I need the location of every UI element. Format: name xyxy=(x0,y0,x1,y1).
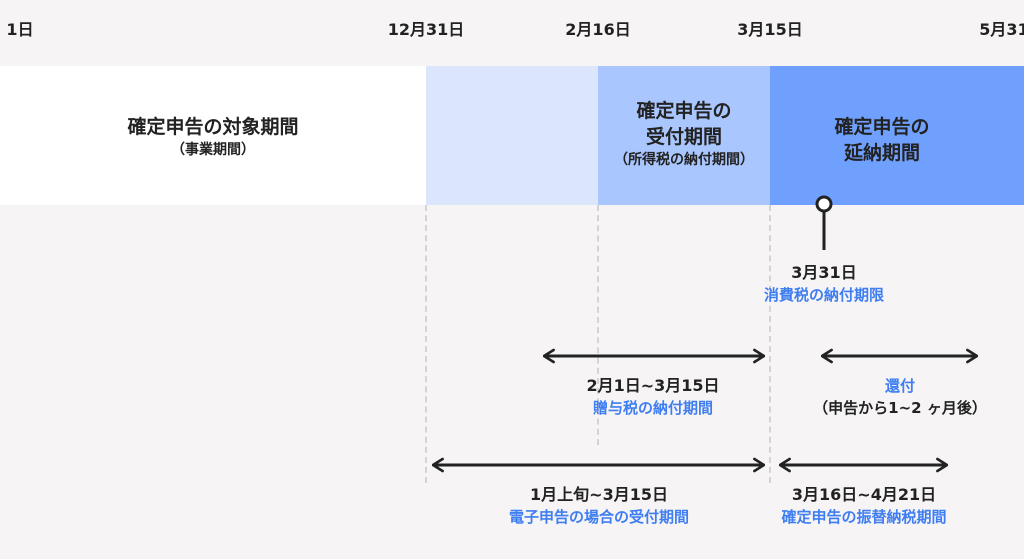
tick-label: 12月31日 xyxy=(387,20,465,39)
tick-label: 3月15日 xyxy=(737,20,803,39)
divider-line xyxy=(425,205,427,483)
band-title: 確定申告の xyxy=(834,116,930,138)
range-date: 3月16日~4月21日 xyxy=(791,485,937,504)
milestone-label: 3月31日 消費税の納付期限 xyxy=(764,262,884,306)
band-filing-period: 確定申告の 受付期間 （所得税の納付期間） xyxy=(598,66,770,205)
range-label-e-filing: 1月上旬~3月15日 電子申告の場合の受付期間 xyxy=(509,484,689,528)
tick-label: 1日 xyxy=(6,20,34,39)
range-text: 還付 xyxy=(884,377,916,395)
milestone-text: 消費税の納付期限 xyxy=(763,286,885,304)
tick-label: 5月31日 xyxy=(979,20,1024,39)
band-title: 確定申告の対象期間 xyxy=(127,116,299,138)
band-extension-period: 確定申告の 延納期間 xyxy=(770,66,1024,205)
milestone-date: 3月31日 xyxy=(791,263,857,282)
band-title: 延納期間 xyxy=(843,142,920,164)
range-label-refund: 還付 （申告から1~2 ヶ月後） xyxy=(813,375,987,419)
range-date: 1月上旬~3月15日 xyxy=(530,485,668,504)
band-subtitle: （事業期間） xyxy=(171,142,255,158)
range-text: 電子申告の場合の受付期間 xyxy=(508,508,690,526)
milestone-pin-icon xyxy=(815,195,833,213)
band-subtitle: （所得税の納付期間） xyxy=(614,152,754,168)
range-label-transfer: 3月16日~4月21日 確定申告の振替納税期間 xyxy=(781,484,946,528)
divider-line xyxy=(597,205,599,445)
range-text: 贈与税の納付期間 xyxy=(592,399,714,417)
band-title: 確定申告の xyxy=(636,100,732,122)
band-target-period: 確定申告の対象期間 （事業期間） xyxy=(0,66,426,205)
band-title: 受付期間 xyxy=(645,126,722,148)
range-label-gift-tax: 2月1日~3月15日 贈与税の納付期間 xyxy=(586,375,719,419)
range-subtext: （申告から1~2 ヶ月後） xyxy=(813,399,987,417)
range-date: 2月1日~3月15日 xyxy=(586,376,720,395)
band-january xyxy=(426,66,598,205)
tick-label: 2月16日 xyxy=(565,20,631,39)
range-text: 確定申告の振替納税期間 xyxy=(781,508,947,526)
divider-line xyxy=(769,205,771,483)
